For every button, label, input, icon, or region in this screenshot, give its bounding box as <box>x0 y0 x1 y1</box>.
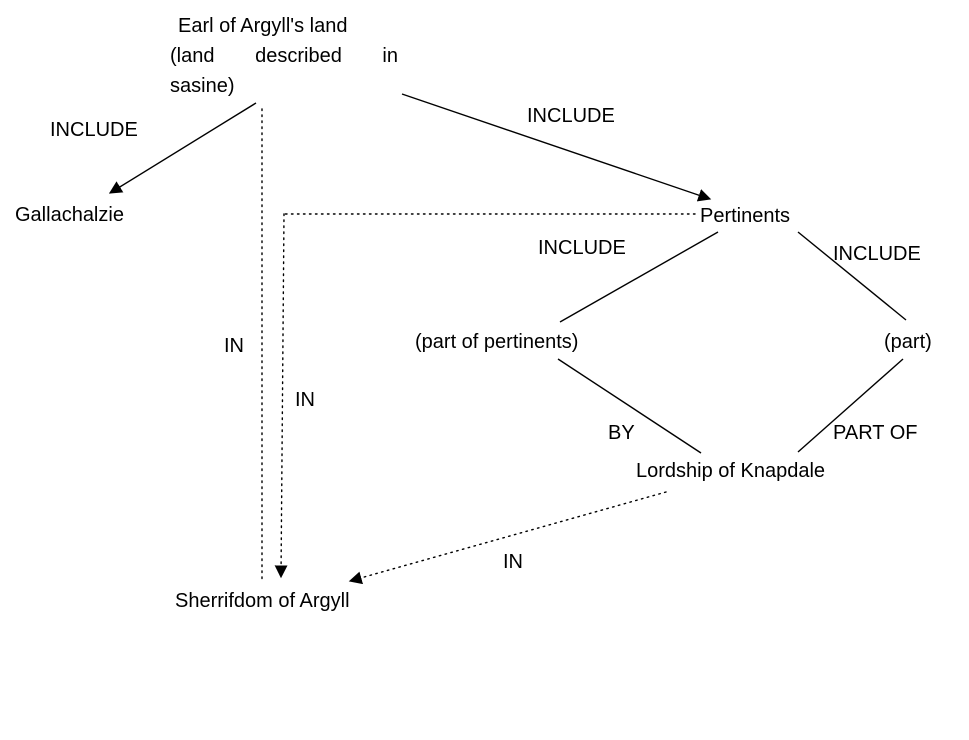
node-part-of-pertinents: (part of pertinents) <box>415 331 579 353</box>
edge-pertinents-part <box>797 231 907 321</box>
edge-label-include-earl-gallachalzie: INCLUDE <box>50 119 138 141</box>
edge-lordship-sherrifdom <box>348 491 667 585</box>
node-pertinents: Pertinents <box>700 205 791 227</box>
node-earl-land-line3: sasine) <box>170 75 235 97</box>
edge-label-in-earl-sherrifdom: IN <box>224 335 244 357</box>
edge-label-include-earl-pertinents: INCLUDE <box>527 105 615 127</box>
edge-partofpertinents-lordship <box>557 358 702 454</box>
edge-label-by-partofpertinents-lordship: BY <box>608 422 635 444</box>
edge-label-in-pertinents-sherrifdom: IN <box>295 389 315 411</box>
node-earl-land-line1: Earl of Argyll's land <box>178 15 348 37</box>
node-sherrifdom-of-argyll: Sherrifdom of Argyll <box>175 590 350 612</box>
edge-earl-pertinents <box>401 93 712 202</box>
node-gallachalzie: Gallachalzie <box>15 204 124 226</box>
node-earl-land-line2: (land described in <box>170 45 398 67</box>
edge-earl-gallachalzie <box>108 102 257 194</box>
edge-part-lordship <box>797 358 904 453</box>
node-lordship-of-knapdale: Lordship of Knapdale <box>636 460 826 482</box>
edge-pertinents-sherrifdom-vertical <box>274 213 288 579</box>
edge-label-partof-part-lordship: PART OF <box>833 422 918 444</box>
edge-label-include-pertinents-part: INCLUDE <box>833 243 921 265</box>
edge-label-include-pertinents-partofpertinents: INCLUDE <box>538 237 626 259</box>
edge-pertinents-partofpertinents <box>559 231 719 323</box>
node-part: (part) <box>884 331 932 353</box>
edge-label-in-lordship-sherrifdom: IN <box>503 551 523 573</box>
